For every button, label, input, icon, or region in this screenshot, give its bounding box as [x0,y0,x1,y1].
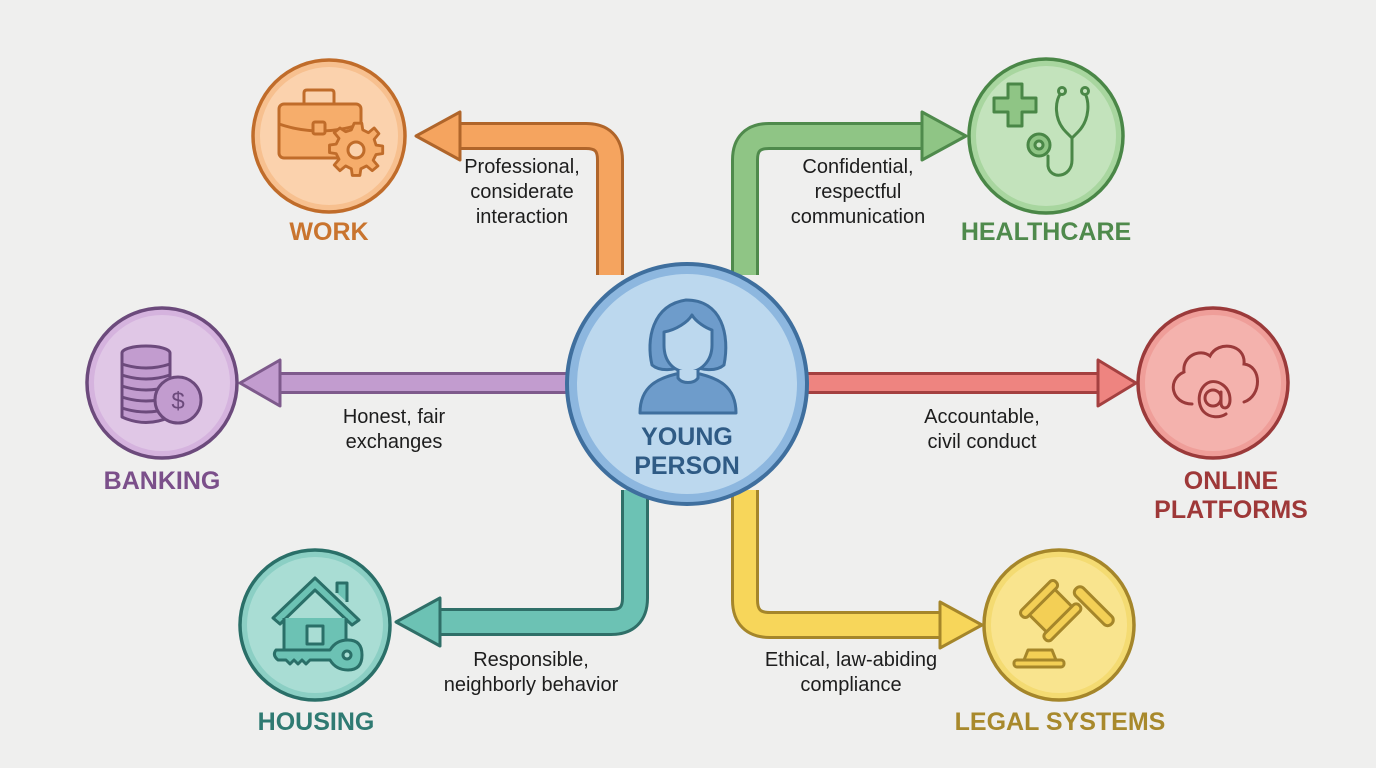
node-label-legal-systems: LEGAL SYSTEMS [954,708,1166,736]
house-key-icon [271,576,364,672]
node-online-platforms[interactable] [1136,306,1290,460]
briefcase-gear-icon [277,88,385,177]
cloud-at-icon [1171,344,1259,419]
node-legal-systems[interactable] [982,548,1136,702]
edge-label-healthcare: Confidential, respectful communication [790,156,926,228]
node-healthcare[interactable] [967,57,1125,215]
medical-cross-stethoscope-icon [992,82,1090,177]
node-label-banking: BANKING [103,467,221,495]
node-work[interactable] [251,58,407,214]
arrow-to-healthcare [731,110,968,275]
arrow-to-legal-systems [731,490,984,650]
node-banking[interactable]: $ [85,306,239,460]
coins-dollar-icon: $ [120,344,203,425]
person-icon [638,298,738,415]
center-label: YOUNG PERSON [634,423,740,480]
node-label-housing: HOUSING [257,708,375,736]
arrow-to-work [414,110,624,275]
center-node-young-person[interactable] [565,262,809,506]
edge-label-work: Professional, considerate interaction [464,156,580,228]
arrow-to-housing [394,490,649,648]
arrow-to-banking [238,358,572,408]
gavel-icon [1012,579,1115,669]
node-label-online-platforms: ONLINE PLATFORMS [1154,467,1308,524]
arrow-to-online-platforms [805,358,1138,408]
edge-label-banking: Honest, fair exchanges [342,406,446,453]
node-housing[interactable] [238,548,392,702]
svg-text:$: $ [171,388,184,415]
node-label-work: WORK [289,218,369,246]
edge-label-online-platforms: Accountable, civil conduct [924,406,1040,453]
edge-label-legal-systems: Ethical, law-abiding compliance [764,649,938,696]
edge-label-housing: Responsible, neighborly behavior [443,649,619,696]
node-label-healthcare: HEALTHCARE [960,218,1132,246]
